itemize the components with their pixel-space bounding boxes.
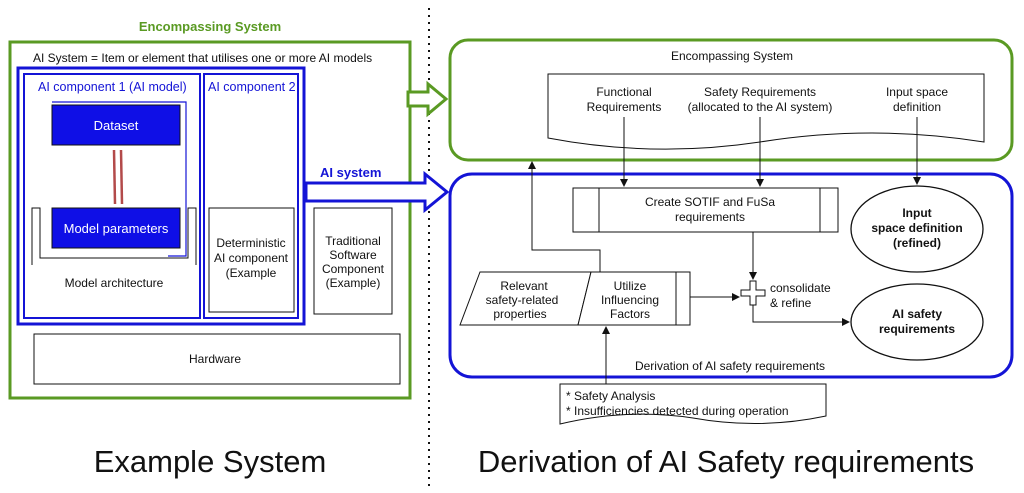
- input-refined-line-3: (refined): [893, 236, 941, 250]
- arrow-plus-to-ai-safety: [752, 305, 850, 326]
- ai-component-2-box: [203, 73, 299, 319]
- derivation-label: Derivation of AI safety requirements: [635, 359, 825, 373]
- safety-req-line-2: (allocated to the AI system): [688, 100, 833, 114]
- utilize-line-1: Utilize: [614, 279, 647, 293]
- encompassing-arrow: [406, 80, 449, 118]
- dataset-box: [51, 104, 181, 146]
- arrow-utilize-to-encompassing: [528, 161, 601, 272]
- ai-component-1-title: AI component 1 (AI model): [38, 80, 187, 94]
- relevant-line-1: Relevant: [500, 279, 548, 293]
- ai-safety-line-2: requirements: [879, 322, 955, 336]
- left-caption: Example System: [94, 444, 327, 479]
- utilize-box: [577, 271, 691, 326]
- ai-system-definition: AI System = Item or element that utilise…: [33, 51, 372, 65]
- model-parameters-label: Model parameters: [64, 221, 169, 236]
- link-line-left: [112, 149, 117, 205]
- input-refined-ellipse: [850, 185, 984, 273]
- deterministic-box: [208, 207, 295, 313]
- relevant-line-3: properties: [493, 307, 546, 321]
- model-parameters-box: [51, 207, 181, 249]
- ai-system-label: AI system: [320, 165, 381, 180]
- traditional-line-2: Software: [329, 248, 377, 262]
- utilize-line-2: Influencing: [601, 293, 659, 307]
- utilize-line-3: Factors: [610, 307, 650, 321]
- deterministic-line-1: Deterministic: [216, 236, 285, 250]
- ai-safety-req-ellipse: [850, 283, 984, 361]
- create-sotif-line-2: requirements: [675, 210, 745, 224]
- traditional-line-4: (Example): [326, 276, 381, 290]
- functional-line-2: Requirements: [587, 100, 662, 114]
- traditional-line-1: Traditional: [325, 234, 381, 248]
- link-line-right: [119, 149, 124, 205]
- ai-system-frame: [16, 66, 306, 326]
- relevant-line-2: safety-related: [486, 293, 559, 307]
- functional-line-1: Functional: [596, 85, 651, 99]
- deterministic-line-2: AI component: [214, 251, 289, 265]
- hardware-label: Hardware: [189, 352, 241, 366]
- analysis-line-2: * Insufficiencies detected during operat…: [566, 404, 789, 418]
- input-space-line-1: Input space: [886, 85, 948, 99]
- model-architecture-label: Model architecture: [65, 276, 164, 290]
- right-caption: Derivation of AI Safety requirements: [478, 444, 974, 479]
- ai-component-1-box: [23, 73, 201, 319]
- safety-req-line-1: Safety Requirements: [704, 85, 816, 99]
- traditional-box: [313, 207, 393, 315]
- input-refined-line-2: space definition: [871, 221, 962, 235]
- derivation-box: [448, 172, 1014, 379]
- hardware-box: [33, 333, 401, 385]
- right-encompassing-title: Encompassing System: [671, 49, 793, 63]
- traditional-line-3: Component: [322, 262, 385, 276]
- analysis-line-1: * Safety Analysis: [566, 389, 655, 403]
- dataset-label: Dataset: [94, 118, 139, 133]
- ai-safety-line-1: AI safety: [892, 307, 942, 321]
- consolidate-plus-icon: [740, 280, 766, 306]
- encompassing-system-box: [8, 40, 412, 400]
- consolidate-line-1: consolidate: [770, 281, 831, 295]
- create-sotif-line-1: Create SOTIF and FuSa: [645, 195, 775, 209]
- right-encompassing-box: [448, 38, 1014, 162]
- analysis-document: [559, 383, 827, 425]
- create-sotif-box: [572, 187, 839, 233]
- consolidate-line-2: & refine: [770, 296, 812, 310]
- ai-system-arrow: [304, 170, 450, 214]
- input-refined-line-1: Input: [902, 206, 931, 220]
- input-space-line-2: definition: [893, 100, 941, 114]
- ai-component-2-title: AI component 2: [208, 80, 296, 94]
- deterministic-line-3: (Example: [226, 266, 277, 280]
- left-encompassing-label: Encompassing System: [139, 19, 281, 34]
- component-outline: [52, 101, 187, 257]
- model-architecture-bracket: [31, 207, 197, 265]
